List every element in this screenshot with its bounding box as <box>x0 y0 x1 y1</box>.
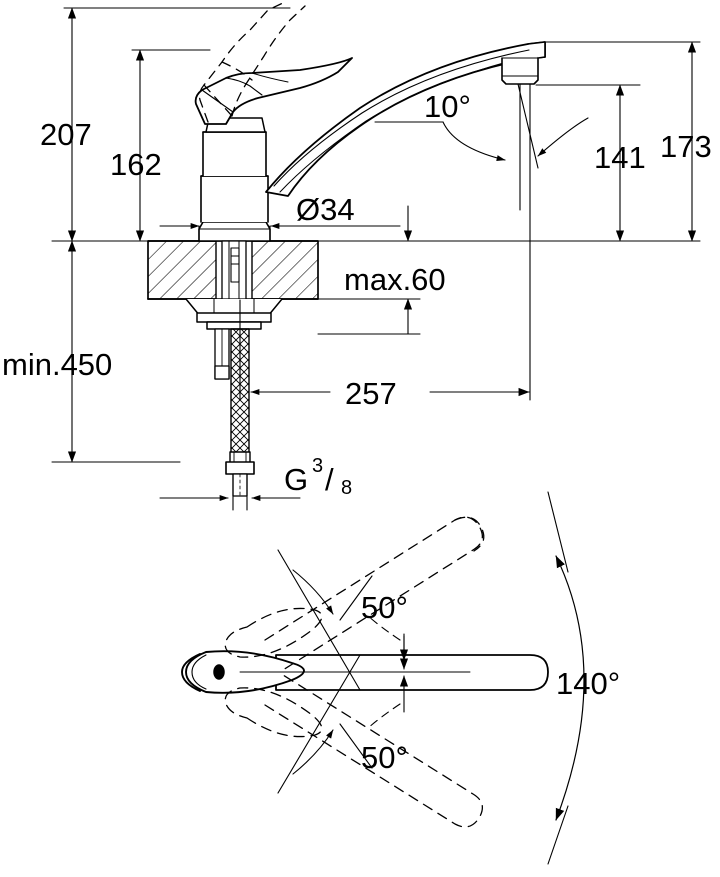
lever-handle-open-phantom <box>198 1 306 123</box>
dimension-label-140-degrees: 140° <box>556 666 620 701</box>
plan-view <box>181 491 585 865</box>
dimension-label-diameter-34: Ø34 <box>296 192 355 227</box>
dimension-label-257: 257 <box>345 376 397 411</box>
thread-label-g38: G 3 / 8 <box>284 455 352 499</box>
dimension-label-max-60: max.60 <box>344 262 446 297</box>
dimension-label-141: 141 <box>594 140 646 175</box>
elevation-dimension-lines <box>51 7 701 511</box>
spout-elevation <box>265 41 546 197</box>
lever-handle-closed <box>194 57 353 125</box>
dimension-label-162: 162 <box>110 147 162 182</box>
dimension-label-min-450: min.450 <box>2 347 112 382</box>
mixer-body-elevation <box>198 117 271 242</box>
spout-plan-centre <box>181 650 549 694</box>
plan-dimension-lines <box>277 491 585 865</box>
thread-label-numerator: 3 <box>312 455 323 477</box>
dimension-label-173: 173 <box>660 129 712 164</box>
dimension-label-10-degrees: 10° <box>424 89 471 124</box>
spout-plan-swivel-upper <box>224 516 485 671</box>
dimension-label-207: 207 <box>40 117 92 152</box>
dimension-label-50-degrees-lower: 50° <box>361 740 408 775</box>
spout-plan-swivel-lower <box>224 674 484 828</box>
thread-label-g: G <box>284 462 308 497</box>
thread-label-slash: / <box>325 462 334 497</box>
dimension-labels: 207 162 Ø34 10° 141 173 max.60 min.450 2… <box>2 89 712 775</box>
dimension-label-50-degrees-upper: 50° <box>361 590 408 625</box>
thread-label-denominator: 8 <box>341 477 352 499</box>
